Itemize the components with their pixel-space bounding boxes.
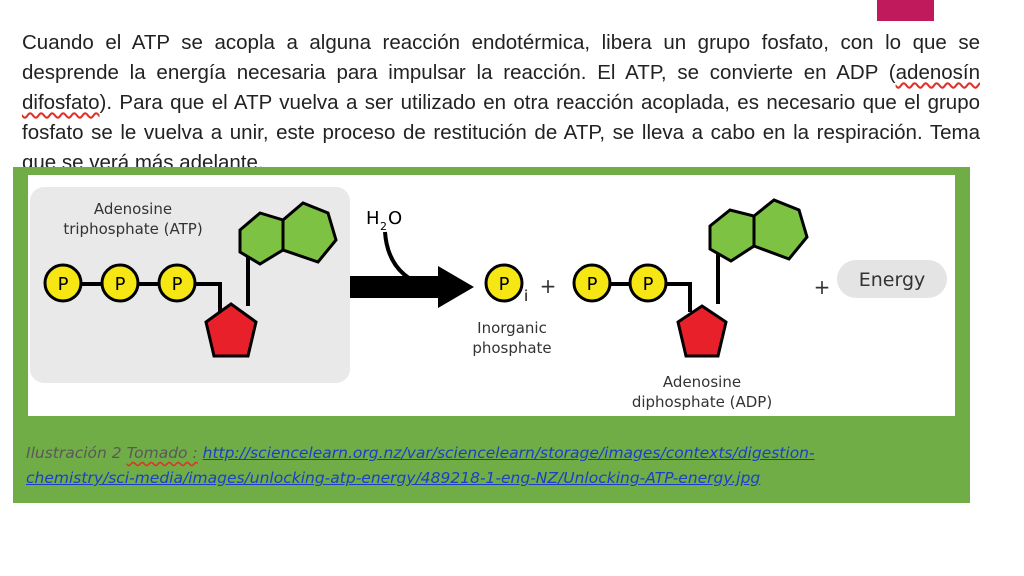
adp-adenine-ring-5 — [708, 208, 756, 263]
adp-label-line2: diphosphate (ADP) — [631, 393, 773, 411]
inorganic-phosphate-caption: Inorganic phosphate — [458, 318, 566, 358]
atp-phosphate-2-label: P — [115, 274, 126, 295]
water-o-label: O — [388, 208, 402, 229]
inorganic-phosphate — [484, 263, 524, 303]
atp-phosphate-1 — [43, 263, 83, 303]
spellcheck-word-difosfato: difosfato — [22, 91, 100, 114]
adp-phosphate-1-label: P — [587, 274, 598, 295]
atp-label-line1: Adenosine — [93, 200, 173, 218]
reaction-arrow-head — [438, 266, 474, 308]
energy-label: Energy — [859, 269, 926, 291]
atp-phosphate-3 — [157, 263, 197, 303]
spellcheck-word-adenosin: adenosín — [895, 61, 980, 84]
adp-ribose-pentagon — [676, 304, 728, 358]
water-sub-label: 2 — [380, 220, 387, 233]
inorganic-phosphate-subscript: i — [524, 287, 528, 305]
inorganic-phosphate-label: P — [499, 274, 510, 295]
adp-phosphate-1 — [572, 263, 612, 303]
intro-paragraph: Cuando el ATP se acopla a alguna reacció… — [22, 28, 980, 178]
atp-phosphate-2 — [100, 263, 140, 303]
energy-pill — [837, 260, 947, 298]
adp-phosphate-2-label: P — [643, 274, 654, 295]
water-curved-arrow — [383, 231, 429, 289]
atp-adenine-ring-6 — [281, 201, 338, 264]
atp-label: Adenosine triphosphate (ATP) — [48, 199, 218, 239]
atp-phosphate-1-label: P — [58, 274, 69, 295]
caption-prefix: Ilustración 2 — [26, 444, 127, 462]
atp-label-line2: triphosphate (ATP) — [63, 220, 203, 238]
plus-sign-1: + — [540, 274, 557, 298]
paragraph-part1: Cuando el ATP se acopla a alguna reacció… — [22, 31, 980, 84]
atp-ribose-pentagon — [204, 302, 258, 358]
source-link-line2[interactable]: chemistry/sci-media/images/unlocking-atp… — [26, 469, 761, 487]
inorganic-line2: phosphate — [472, 339, 552, 357]
adp-label-line1: Adenosine — [662, 373, 742, 391]
figure-caption: Ilustración 2 Tomado : http://sciencelea… — [26, 441, 926, 491]
atp-phosphate-3-label: P — [172, 274, 183, 295]
water-h-label: H — [366, 208, 380, 229]
accent-bar — [877, 0, 934, 21]
source-link-line1[interactable]: http://sciencelearn.org.nz/var/sciencele… — [202, 444, 815, 462]
adp-phosphate-2 — [628, 263, 668, 303]
inorganic-line1: Inorganic — [477, 319, 547, 337]
water-curved-arrow-head — [420, 276, 438, 297]
adp-adenine-ring-6 — [752, 198, 809, 261]
caption-tomado: Tomado : — [126, 444, 198, 462]
adp-label: Adenosine diphosphate (ADP) — [612, 372, 792, 412]
plus-sign-2: + — [814, 275, 831, 299]
atp-adenine-ring-5 — [238, 211, 285, 266]
